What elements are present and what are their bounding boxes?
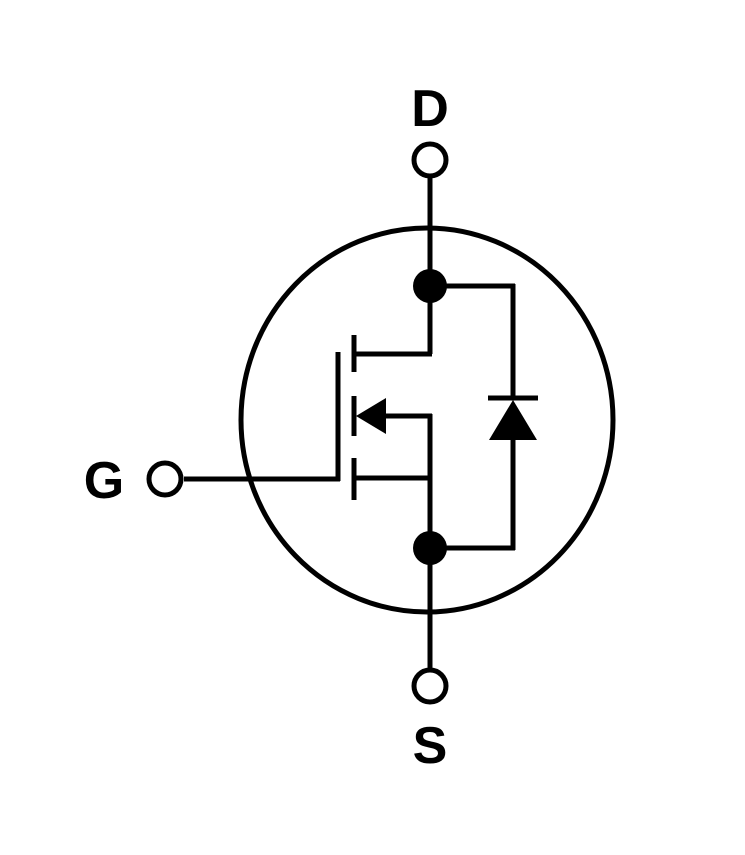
drain-terminal [411,141,449,179]
transistor-envelope-circle [238,225,616,615]
body-arrow-icon [356,398,386,434]
source-terminal [411,667,449,705]
source-junction-dot [413,531,447,565]
diode-icon [489,400,537,440]
gate-label: G [84,452,124,510]
drain-junction-dot [413,269,447,303]
source-label: S [413,717,448,775]
drain-label: D [411,80,449,138]
gate-terminal [146,460,184,498]
